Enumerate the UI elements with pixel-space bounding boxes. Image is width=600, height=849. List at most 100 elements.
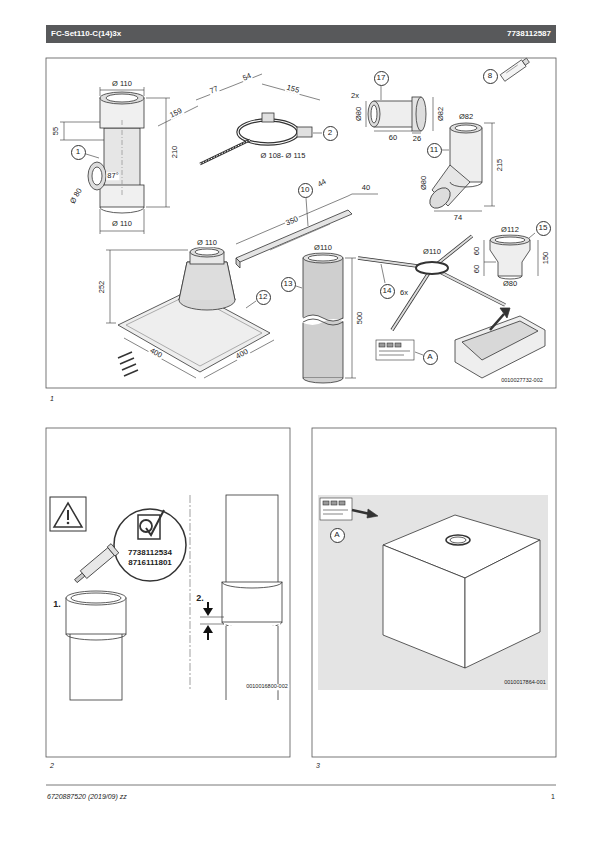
dimension-lines bbox=[345, 258, 356, 259]
elbow-adapter bbox=[426, 123, 482, 212]
dimension-lines bbox=[144, 87, 145, 96]
flue-pipe bbox=[301, 315, 345, 325]
annotation-text: 2 bbox=[49, 762, 55, 769]
pipe-joint bbox=[207, 633, 209, 640]
annotation-text: 1 bbox=[49, 395, 55, 402]
elbow-adapter bbox=[426, 184, 454, 212]
dimension-label: Ø110 bbox=[313, 244, 333, 252]
panel-frames bbox=[46, 58, 556, 785]
leader-lines bbox=[313, 133, 322, 134]
pipe-joint bbox=[200, 617, 224, 618]
callout-number: 12 bbox=[259, 293, 268, 301]
annotation-text: 0010017864-001 bbox=[503, 680, 547, 686]
dimension-lines bbox=[433, 97, 434, 131]
dimension-label: Ø112 bbox=[500, 226, 520, 234]
dimension-lines bbox=[158, 74, 320, 126]
dimension-label: 74 bbox=[453, 214, 463, 222]
dimension-lines bbox=[434, 211, 482, 212]
annotation-text: 8716111801 bbox=[127, 559, 173, 567]
dimension-label: 252 bbox=[98, 280, 106, 295]
annotation-text: 7738112534 bbox=[127, 549, 173, 557]
header-band: FC-Set110-C(14)3x7738112587 bbox=[46, 25, 556, 43]
pipe-joint bbox=[222, 582, 282, 622]
dimension-label: 400 bbox=[234, 347, 250, 361]
dimension-lines bbox=[236, 196, 348, 244]
dimension-lines bbox=[366, 97, 433, 133]
callout-number: 17 bbox=[377, 74, 386, 82]
installation-scene bbox=[465, 540, 540, 668]
dimension-label: 60 bbox=[473, 246, 481, 256]
dimension-lines bbox=[60, 140, 104, 141]
roof-flashing bbox=[118, 290, 270, 372]
panel-frames bbox=[46, 58, 556, 388]
flue-pipe bbox=[308, 255, 338, 261]
pipe-clamp bbox=[200, 140, 250, 164]
roof-flashing bbox=[179, 262, 235, 300]
data-sticker bbox=[323, 514, 343, 515]
dimension-lines bbox=[60, 87, 170, 234]
pipe-socket bbox=[66, 634, 126, 640]
header-text: 7738112587 bbox=[507, 30, 551, 38]
leader-lines bbox=[381, 86, 382, 100]
callout-number: 1 bbox=[76, 148, 80, 156]
flue-pipe bbox=[303, 253, 343, 263]
dimension-label: 150 bbox=[542, 251, 550, 266]
annotation-text: 1 bbox=[550, 793, 556, 800]
dimension-lines bbox=[352, 194, 378, 195]
double-socket bbox=[88, 92, 144, 213]
dimension-label: 400 bbox=[148, 346, 164, 360]
leader-lines bbox=[529, 233, 535, 238]
panel-frames bbox=[46, 428, 290, 757]
pipe-spacer bbox=[358, 236, 505, 330]
roof-flashing bbox=[118, 352, 132, 358]
dimension-label: Ø80 bbox=[355, 106, 363, 122]
data-sticker bbox=[323, 501, 329, 505]
pipe-spacer bbox=[392, 268, 432, 330]
leader-lines bbox=[86, 154, 99, 158]
pipe-spacer bbox=[392, 268, 432, 330]
dimension-lines bbox=[100, 209, 101, 234]
pipe-joint bbox=[203, 608, 213, 616]
dimension-lines bbox=[484, 240, 485, 276]
dimension-lines bbox=[484, 206, 495, 207]
dimension-lines bbox=[484, 240, 538, 276]
leader-lines bbox=[381, 264, 385, 283]
dimension-label: 55 bbox=[52, 126, 60, 136]
data-sticker bbox=[320, 498, 378, 520]
dimension-lines bbox=[412, 133, 421, 134]
flue-pipe bbox=[303, 315, 343, 321]
data-sticker bbox=[387, 343, 393, 347]
pipe-socket bbox=[66, 591, 126, 700]
packaging-tray bbox=[455, 316, 545, 378]
glue-tube bbox=[72, 544, 119, 586]
roof-flashing bbox=[122, 364, 136, 370]
packaging-tray bbox=[490, 314, 504, 330]
pipe-spacer bbox=[432, 268, 505, 305]
quality-seal bbox=[140, 520, 152, 532]
double-socket bbox=[100, 207, 144, 213]
data-sticker bbox=[323, 510, 348, 511]
double-socket bbox=[100, 92, 144, 104]
double-socket bbox=[122, 120, 123, 195]
callout-number: A bbox=[334, 531, 339, 539]
pipe-socket bbox=[66, 591, 126, 605]
data-sticker bbox=[379, 355, 404, 356]
installation-scene bbox=[450, 537, 466, 543]
center-line bbox=[190, 495, 191, 690]
pipe-joint bbox=[222, 582, 282, 588]
roof-flashing bbox=[124, 370, 138, 376]
pipe-clamp bbox=[200, 140, 250, 164]
dimension-label: 54 bbox=[241, 72, 253, 83]
callout-circle: 8 bbox=[483, 69, 498, 84]
roof-flashing bbox=[179, 262, 235, 300]
reducer bbox=[490, 235, 530, 245]
callout-circle: 13 bbox=[281, 277, 296, 292]
dimension-label: 159 bbox=[168, 106, 184, 119]
callout-circle: 12 bbox=[256, 290, 271, 305]
callout-number: 11 bbox=[430, 146, 438, 154]
leader-lines bbox=[306, 198, 308, 226]
reducer bbox=[495, 237, 525, 243]
quality-seal bbox=[114, 509, 186, 581]
